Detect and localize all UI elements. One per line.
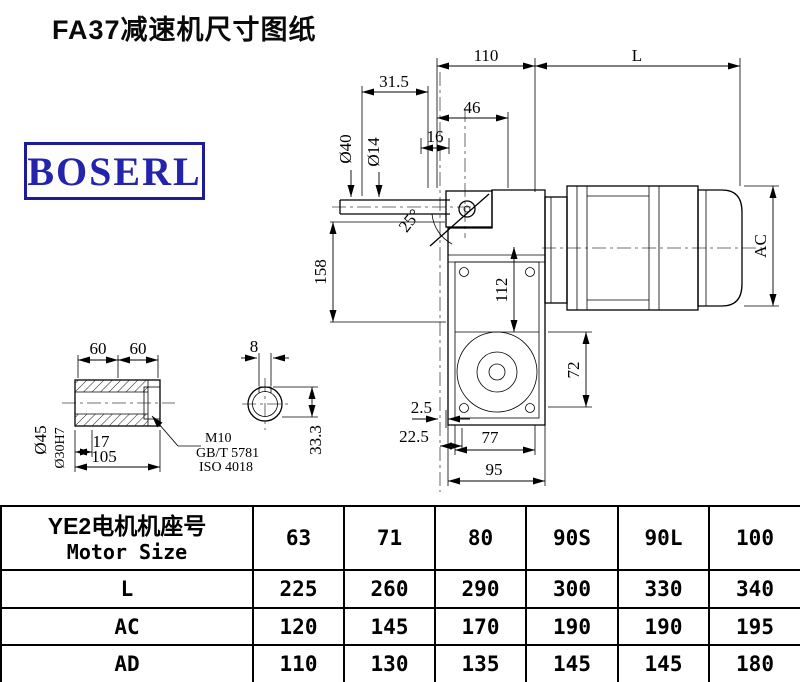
dim-158-text: 158	[311, 259, 330, 285]
dim-2-5-text: 2.5	[411, 398, 432, 417]
dim-33-3-text: 33.3	[306, 425, 325, 455]
table-header-row: YE2电机机座号 Motor Size 63 71 80 90S 90L 100	[0, 505, 800, 571]
table-row-AD: AD 110 130 135 145 145 180	[0, 644, 800, 682]
cell-AD-3: 145	[525, 644, 619, 682]
cell-L-2: 290	[434, 569, 527, 609]
dim-bottom: 2.5 22.5 77 95	[399, 398, 546, 486]
dim-46: 46	[437, 98, 509, 188]
table-row-L: L 225 260 290 300 330 340	[0, 569, 800, 609]
dim-158: 158	[311, 221, 446, 323]
cell-AD-0: 110	[252, 644, 345, 682]
cell-L-1: 260	[343, 569, 436, 609]
cell-AC-0: 120	[252, 607, 345, 646]
dim-112-text: 112	[492, 278, 511, 303]
page-title: FA37减速机尺寸图纸	[52, 15, 317, 45]
size-71: 71	[343, 505, 436, 571]
cell-AD-1: 130	[343, 644, 436, 682]
dim-110: 110	[474, 46, 499, 65]
label-dia30h7: Ø30H7	[53, 427, 68, 468]
cell-AD-4: 145	[617, 644, 710, 682]
row-label-AD: AD	[0, 644, 254, 682]
brand-logo-box: BOSERL	[24, 142, 205, 200]
fan-cover	[697, 189, 743, 307]
dim-angle-25: 25°	[395, 205, 425, 235]
dim-22-5-text: 22.5	[399, 427, 429, 446]
cell-L-4: 330	[617, 569, 710, 609]
input-shaft	[339, 199, 450, 215]
dim-ac-text: AC	[751, 234, 770, 258]
row-label-AC: AC	[0, 607, 254, 646]
dim-72-text: 72	[564, 362, 583, 379]
technical-drawing: 110 L 31.5 46 16 Ø40 Ø14	[31, 46, 779, 492]
motor-size-table: YE2电机机座号 Motor Size 63 71 80 90S 90L 100…	[0, 505, 800, 682]
dim-31-5-text: 31.5	[379, 72, 409, 91]
size-80: 80	[434, 505, 527, 571]
label-dia14: Ø14	[364, 137, 383, 167]
dim-105-text: 105	[91, 447, 117, 466]
cell-AC-1: 145	[343, 607, 436, 646]
size-100: 100	[708, 505, 800, 571]
shaft-dia-labels: Ø40 Ø14	[336, 134, 383, 197]
dim-L: L	[632, 46, 642, 65]
cell-AC-2: 170	[434, 607, 527, 646]
dim-95-text: 95	[486, 460, 503, 479]
size-90l: 90L	[617, 505, 710, 571]
dim-77-text: 77	[482, 428, 500, 447]
dim-top: 110 L	[436, 46, 741, 192]
label-dia40: Ø40	[336, 134, 355, 163]
cell-L-3: 300	[525, 569, 619, 609]
bore-detail: 8 33.3	[241, 337, 325, 455]
gearbox-housing	[447, 189, 546, 426]
label-gbt5781: GB/T 5781	[196, 446, 259, 461]
cell-L-5: 340	[708, 569, 800, 609]
dim-16: 16	[420, 127, 450, 154]
cell-AD-2: 135	[434, 644, 527, 682]
dim-72: 72	[548, 331, 592, 408]
table-row-AC: AC 120 145 170 190 190 195	[0, 607, 800, 646]
dim-16-text: 16	[427, 127, 444, 146]
brand-logo-text: BOSERL	[27, 148, 202, 194]
header-cn: YE2电机机座号	[47, 512, 207, 539]
cell-AD-5: 180	[708, 644, 800, 682]
output-shaft-detail: 60 60 Ø45 Ø30H7 17 105 M10 GB/T 5781 ISO…	[31, 339, 259, 475]
header-motor-size-cell: YE2电机机座号 Motor Size	[0, 505, 254, 571]
dim-46-text: 46	[464, 98, 481, 117]
row-label-L: L	[0, 569, 254, 609]
header-en: Motor Size	[66, 540, 188, 565]
label-iso4018: ISO 4018	[199, 460, 253, 475]
cell-AC-3: 190	[525, 607, 619, 646]
dim-60b-text: 60	[130, 339, 147, 358]
dim-60a-text: 60	[90, 339, 107, 358]
dim-8-text: 8	[250, 337, 259, 356]
cell-L-0: 225	[252, 569, 345, 609]
label-dia45: Ø45	[31, 425, 50, 454]
dim-17-text: 17	[93, 432, 111, 451]
dim-31-5: 31.5	[361, 72, 429, 196]
motor	[544, 185, 743, 311]
dim-ac: AC	[744, 185, 779, 307]
cell-AC-4: 190	[617, 607, 710, 646]
size-90s: 90S	[525, 505, 619, 571]
size-63: 63	[252, 505, 345, 571]
label-m10: M10	[205, 431, 231, 446]
cell-AC-5: 195	[708, 607, 800, 646]
input-flange	[429, 190, 493, 247]
dim-112: 112	[492, 247, 518, 332]
